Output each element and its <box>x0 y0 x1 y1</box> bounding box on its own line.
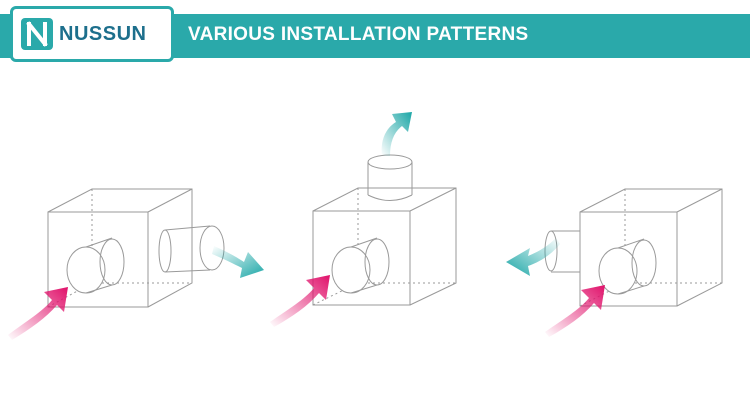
inlet-arrow-icon <box>270 275 330 327</box>
outlet-arrow-icon <box>506 238 560 276</box>
top-outlet-pattern <box>312 154 457 306</box>
inlet-arrow-icon <box>545 285 605 337</box>
outlet-arrow-icon <box>212 246 264 278</box>
inlet-arrow-icon <box>8 287 68 340</box>
installation-diagrams <box>8 112 723 340</box>
brand-logo: NUSSUN <box>10 6 174 62</box>
rear-outlet-pattern <box>544 188 723 307</box>
page-title: VARIOUS INSTALLATION PATTERNS <box>188 24 529 45</box>
side-outlet-pattern <box>47 188 225 308</box>
brand-name: NUSSUN <box>59 23 147 45</box>
logo-mark-icon <box>21 18 53 50</box>
outlet-arrow-icon <box>381 112 412 156</box>
